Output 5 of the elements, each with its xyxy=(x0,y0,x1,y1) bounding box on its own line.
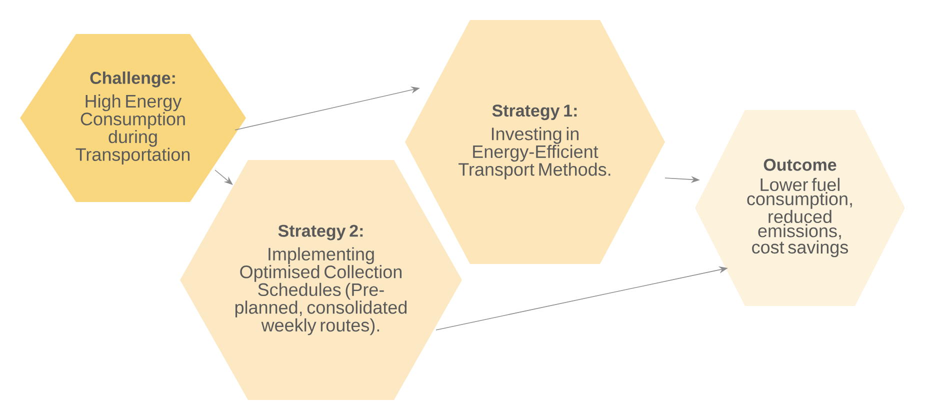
hexagon: Strategy 1: Investing in Energy-Efficient Transport Methods. xyxy=(405,20,665,264)
arrow xyxy=(214,170,233,185)
hexagon: Outcome Lower fuel consumption, reduced emissions, cost savings xyxy=(695,110,905,306)
hexagon: Strategy 2: Implementing Optimised Collection Schedules (Pre-planned, consolidated weekly routes). xyxy=(180,160,462,400)
hexagon: Challenge: High Energy Consumption during Transportation xyxy=(20,34,246,202)
